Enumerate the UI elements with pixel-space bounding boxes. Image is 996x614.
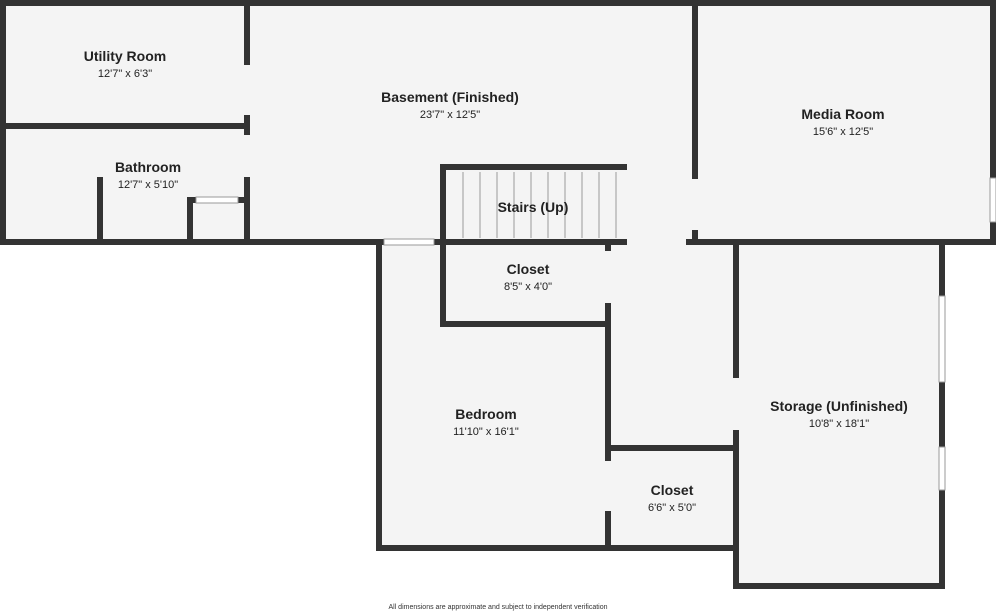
room-dims-bedroom: 11'10" x 16'1" [453,426,519,438]
room-dims-media: 15'6" x 12'5" [813,126,873,138]
walls [0,0,996,589]
room-name-closet-top: Closet [507,261,550,277]
room-name-closet-bottom: Closet [651,482,694,498]
room-name-basement: Basement (Finished) [381,89,519,105]
room-name-media: Media Room [801,106,884,122]
window-storage-upper [938,295,946,383]
room-name-bathroom: Bathroom [115,159,181,175]
room-dims-closet-top: 8'5" x 4'0" [504,281,552,293]
window-storage-lower [938,446,946,491]
openings [195,177,996,491]
door-bath [195,196,239,204]
room-dims-storage: 10'8" x 18'1" [809,418,869,430]
window-right-media [989,177,996,223]
stairs-treads [462,172,617,238]
room-name-stairs: Stairs (Up) [498,199,569,215]
room-dims-closet-bottom: 6'6" x 5'0" [648,502,696,514]
room-dims-bathroom: 12'7" x 5'10" [118,179,178,191]
room-name-utility: Utility Room [84,48,166,64]
disclaimer-note: All dimensions are approximate and subje… [388,604,608,611]
room-name-storage: Storage (Unfinished) [770,398,908,414]
room-dims-utility: 12'7" x 6'3" [98,68,152,80]
door-bedroom [383,238,435,246]
room-name-bedroom: Bedroom [455,406,516,422]
room-dims-basement: 23'7" x 12'5" [420,109,480,121]
floor-fill [3,3,993,586]
